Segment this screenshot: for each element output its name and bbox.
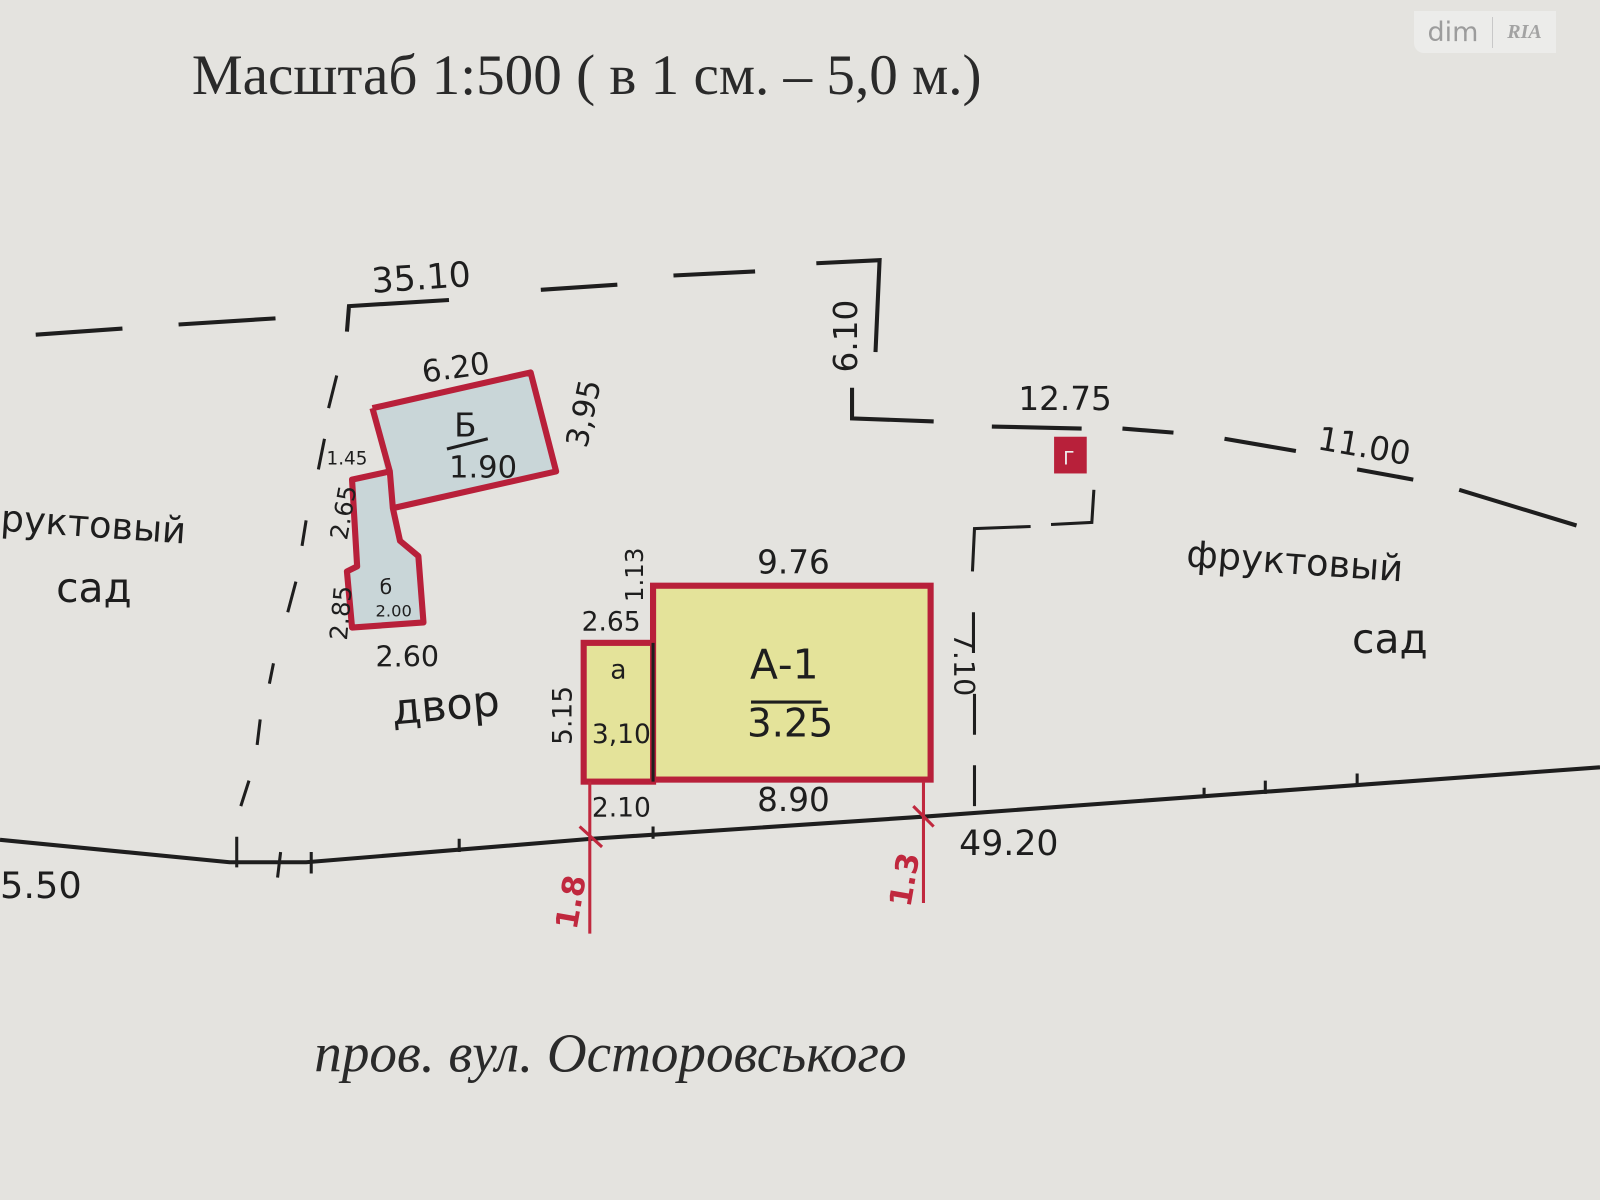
yard-label: двор [389,676,501,735]
annex-a-label: а [610,655,626,686]
building-b-label: Б [454,407,476,445]
front-left-label: 5.50 [0,864,82,907]
building-b-small-dim: 1.45 [327,448,368,469]
scale-title: Масштаб 1:500 ( в 1 см. – 5,0 м.) [192,44,982,107]
garden-left-label-1: руктовый [0,497,187,553]
building-b-side3: 2.60 [376,639,440,673]
annex-a-top: 2.65 [582,607,641,638]
building-a-top: 9.76 [757,543,830,581]
offset-lines [578,781,935,934]
boundary-top-label: 35.10 [370,255,472,302]
building-a [580,582,934,785]
garden-left-label-2: сад [56,564,132,612]
building-b [343,369,560,631]
building-b-value: 1.90 [449,451,517,486]
building-a-label: А-1 [750,641,819,689]
garden-right-label-1: фруктовый [1185,532,1404,590]
annex-a-left: 5.15 [547,686,578,745]
street-label: пров. вул. Осторовського [314,1022,906,1083]
building-b-side2: 2.85 [324,585,358,642]
boundary-mid-label: 12.75 [1018,380,1111,418]
watermark-logo: dim RIA [1414,11,1556,53]
annex-a-bottom: 2.10 [592,792,651,823]
building-a-bottom: 8.90 [757,781,830,819]
annex-a-corner: 1.13 [620,548,649,602]
offset-right: 1.3 [884,850,928,909]
garden-right-label-2: сад [1352,615,1428,663]
shed [1054,436,1087,474]
offset-left: 1.8 [550,873,594,932]
building-a-right: 7.10 [947,633,981,697]
building-a-value: 3.25 [747,702,833,747]
boundary-right-label: 11.00 [1315,419,1414,473]
watermark-ria: RIA [1507,20,1542,43]
annex-a-value: 3,10 [592,719,651,750]
annex-b-value: 2.00 [376,601,412,620]
building-b-depth: 3,95 [560,377,608,451]
plot-boundary [0,258,1600,878]
annex-b-label: б [380,575,393,599]
shed-label: Г [1063,448,1074,469]
front-right-label: 49.20 [959,824,1058,864]
boundary-corner-label: 6.10 [827,300,865,373]
watermark-dim: dim [1414,16,1493,48]
